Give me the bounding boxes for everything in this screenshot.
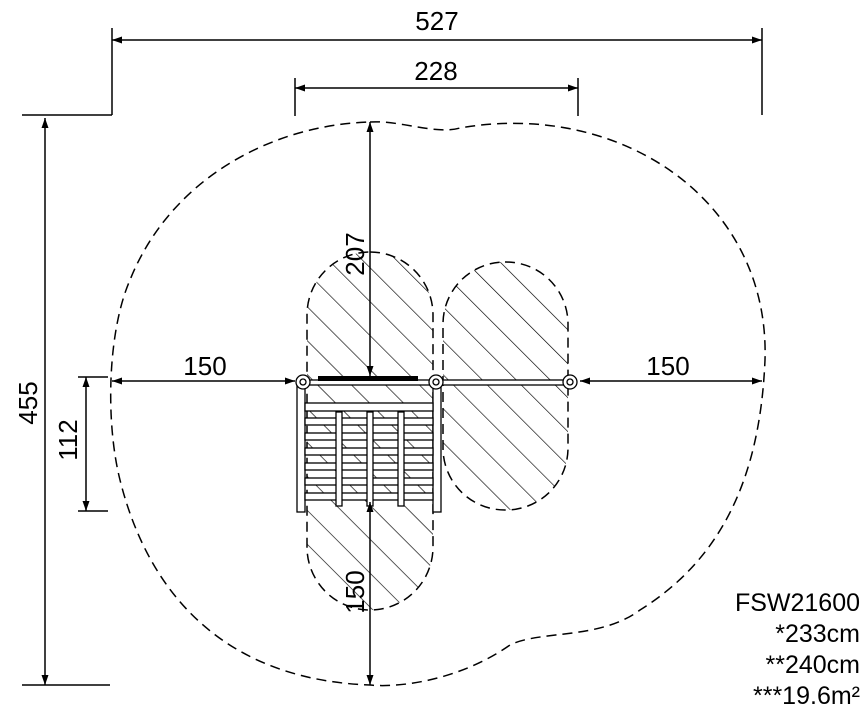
dimension-overall-depth [22,118,110,686]
safety-area: ***19.6m² [753,682,860,710]
right-clearance-label: 150 [646,351,689,381]
overall-width-label: 527 [415,6,458,36]
frame-width-label: 228 [414,56,457,86]
dimension-frame-width [294,78,579,116]
joint-rings [295,374,578,390]
product-info: FSW21600 *233cm **240cm ***19.6m² [620,588,860,712]
equipment-height: *233cm [775,620,860,648]
overall-depth-label: 455 [13,381,43,424]
fall-height: **240cm [765,651,861,679]
dimension-side-height [78,376,108,512]
side-height-label: 112 [53,419,83,460]
dimension-overall-width [22,28,763,116]
upper-clearance-label: 207 [340,232,370,275]
climbing-net [304,402,434,507]
left-clearance-label: 150 [183,351,226,381]
lower-clearance-label: 150 [340,570,370,613]
product-code: FSW21600 [734,589,860,617]
swing-zone-right [442,261,569,511]
safety-zone-outline [109,121,766,687]
